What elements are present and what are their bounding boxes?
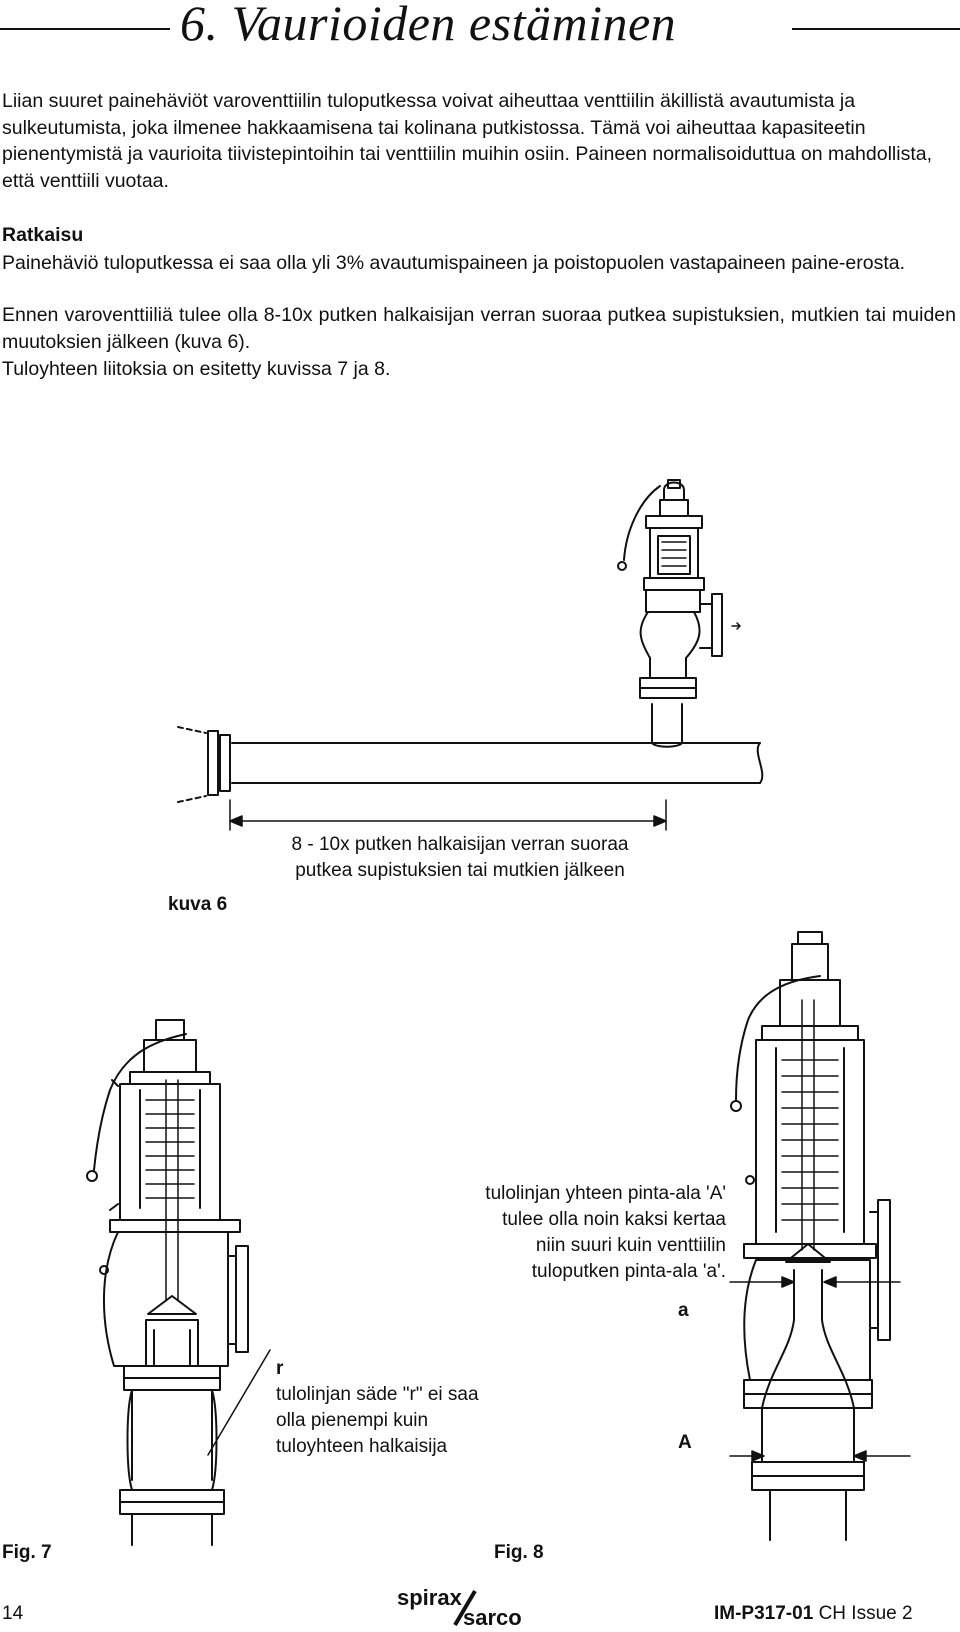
- figure8-note: tulolinjan yhteen pinta-ala 'A' tulee ol…: [420, 1181, 726, 1285]
- document-reference: IM-P317-01 CH Issue 2: [714, 1603, 913, 1625]
- logo-text-top: spirax: [397, 1585, 463, 1610]
- figure8-caption: Fig. 8: [494, 1542, 544, 1563]
- figure8-drawing: [730, 931, 891, 1541]
- figure6-note-line1: 8 - 10x putken halkaisijan verran suoraa: [291, 834, 629, 855]
- figure8-note-line4: tuloputken pinta-ala 'a'.: [531, 1261, 726, 1282]
- document-code: IM-P317-01: [714, 1603, 814, 1624]
- spirax-sarco-logo: spirax sarco: [397, 1585, 522, 1629]
- figure8-label-A: A: [678, 1432, 692, 1453]
- r-leader-line: [207, 1349, 271, 1456]
- figure6-drawing: [177, 479, 764, 803]
- section-title: 6. Vaurioiden estäminen: [180, 0, 677, 51]
- heading-rule-left: [0, 28, 170, 30]
- paragraph-straight-pipe: Ennen varoventtiiliä tulee olla 8-10x pu…: [2, 304, 956, 353]
- logo-text-bottom: sarco: [463, 1605, 522, 1629]
- figure8-label-a: a: [678, 1300, 689, 1321]
- page-number: 14: [2, 1603, 24, 1624]
- paragraph-intro: Liian suuret painehäviöt varoventtiilin …: [2, 90, 933, 192]
- figure6-note-line2: putkea supistuksien tai mutkien jälkeen: [295, 860, 625, 881]
- figure8-note-line1: tulolinjan yhteen pinta-ala 'A': [485, 1183, 726, 1204]
- figure6-dimension: [229, 799, 667, 831]
- figure8-note-line2: tulee olla noin kaksi kertaa: [502, 1209, 726, 1230]
- subheading-solution: Ratkaisu: [2, 224, 84, 246]
- figure8-arrows-A: [729, 1450, 911, 1462]
- document-issue: CH Issue 2: [818, 1603, 913, 1624]
- heading-rule-right: [792, 28, 960, 30]
- figure8-note-line3: niin suuri kuin venttiilin: [535, 1235, 726, 1256]
- section-heading: 6. Vaurioiden estäminen: [0, 0, 960, 56]
- figure7-drawing: [86, 1019, 249, 1546]
- figure7-caption: Fig. 7: [2, 1542, 52, 1563]
- figure6-note: 8 - 10x putken halkaisijan verran suoraa…: [230, 832, 690, 884]
- paragraph-connections: Tuloyhteen liitoksia on esitetty kuvissa…: [2, 358, 391, 380]
- figure7-note: tulolinjan säde "r" ei saa olla pienempi…: [276, 1384, 479, 1457]
- paragraph-pressure-drop: Painehäviö tuloputkessa ei saa olla yli …: [2, 252, 906, 274]
- figure8-arrows-a: [729, 1276, 901, 1288]
- figure7-label-r: r: [276, 1358, 284, 1379]
- figure6-caption: kuva 6: [168, 894, 228, 915]
